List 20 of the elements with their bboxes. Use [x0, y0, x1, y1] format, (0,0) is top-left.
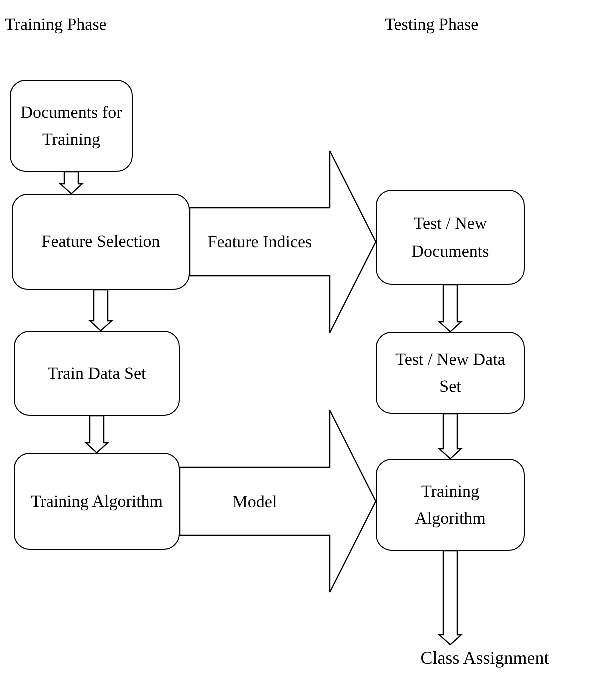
process-box: Train Data Set: [14, 331, 180, 416]
block-arrow: [58, 171, 84, 195]
block-arrow: [438, 284, 464, 333]
process-box: Feature Selection: [12, 194, 190, 290]
block-arrow: [189, 150, 377, 334]
process-box: Test / New Data Set: [376, 332, 525, 414]
block-arrow: [179, 410, 377, 594]
process-box: Documents for Training: [10, 80, 133, 172]
block-arrow: [88, 289, 114, 332]
phase-heading: Testing Phase: [385, 14, 479, 36]
process-box: Training Algorithm: [376, 459, 525, 551]
phase-heading: Training Phase: [5, 14, 107, 36]
edge-label: Model: [232, 490, 278, 513]
block-arrow: [438, 413, 464, 460]
output-label: Class Assignment: [420, 646, 550, 670]
process-box: Training Algorithm: [14, 453, 180, 550]
process-box: Test / New Documents: [376, 190, 525, 285]
edge-label: Feature Indices: [206, 231, 314, 254]
block-arrow: [84, 415, 110, 454]
block-arrow: [438, 550, 464, 646]
